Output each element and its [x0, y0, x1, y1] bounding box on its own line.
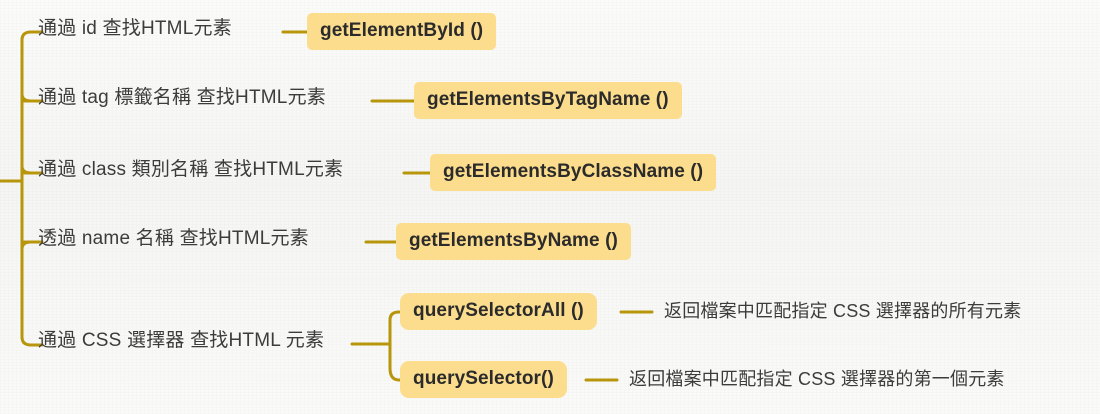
method-chip-getElementsByName[interactable]: getElementsByName (): [396, 223, 631, 260]
description-querySelectorAll: 返回檔案中匹配指定 CSS 選擇器的所有元素: [664, 301, 1022, 321]
branch-label-by-tag: 通過 tag 標籤名稱 查找HTML元素: [38, 87, 326, 108]
branch-label-by-name: 透過 name 名稱 查找HTML元素: [38, 228, 309, 249]
branch-label-by-class: 通過 class 類別名稱 查找HTML元素: [38, 159, 344, 180]
method-chip-querySelector[interactable]: querySelector(): [400, 361, 567, 398]
description-querySelector: 返回檔案中匹配指定 CSS 選擇器的第一個元素: [629, 369, 1005, 389]
branch-label-by-css-selector: 通過 CSS 選擇器 查找HTML 元素: [38, 330, 325, 351]
method-chip-getElementById[interactable]: getElementById (): [307, 13, 497, 50]
method-chip-getElementsByClassName[interactable]: getElementsByClassName (): [430, 154, 717, 191]
method-chip-querySelectorAll[interactable]: querySelectorAll (): [400, 293, 597, 330]
branch-label-by-id: 通過 id 查找HTML元素: [38, 18, 232, 39]
method-chip-getElementsByTagName[interactable]: getElementsByTagName (): [414, 82, 682, 119]
